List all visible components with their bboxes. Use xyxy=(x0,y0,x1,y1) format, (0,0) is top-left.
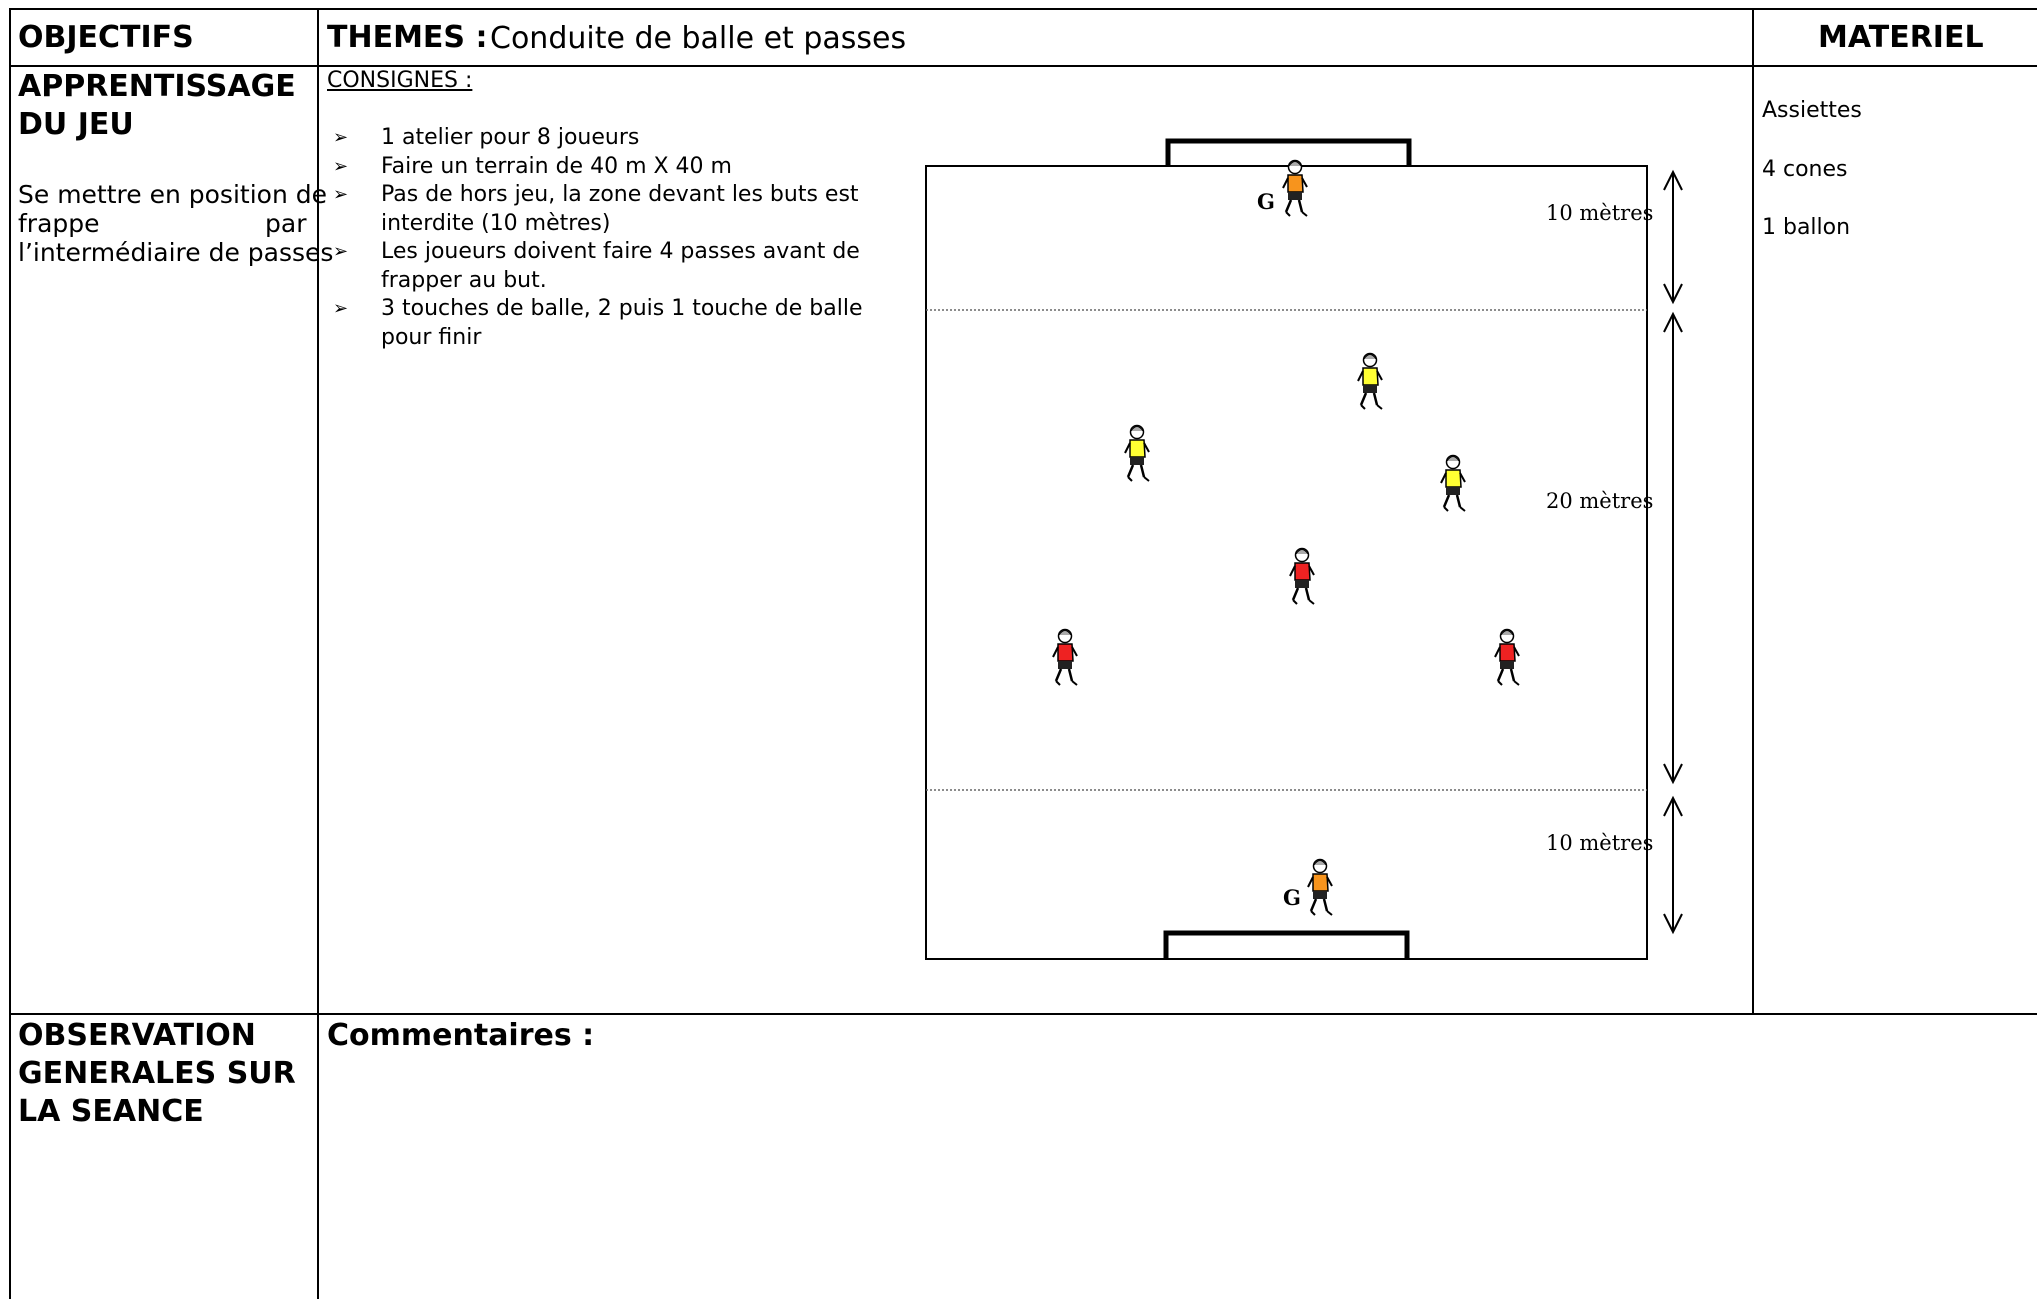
attacker-player xyxy=(1125,426,1149,482)
observation-title-line2: GENERALES SUR xyxy=(18,1055,296,1093)
observation-title-line3: LA SEANCE xyxy=(18,1093,204,1131)
goalkeeper-bottom xyxy=(1308,860,1332,916)
goalkeeper-marker-bottom: G xyxy=(1283,885,1301,910)
defender-player xyxy=(1290,549,1314,605)
bottom-zone-label: 10 mètres xyxy=(1546,831,1653,855)
bottom-goal xyxy=(1166,933,1407,959)
middle-zone-label: 20 mètres xyxy=(1546,489,1653,513)
top-zone-label: 10 mètres xyxy=(1546,201,1653,225)
pitch-outline xyxy=(926,166,1647,959)
dimension-arrows xyxy=(1664,172,1682,932)
goalkeeper-marker-top: G xyxy=(1257,189,1275,214)
top-goal xyxy=(1168,141,1409,166)
observation-title-line1: OBSERVATION xyxy=(18,1017,256,1055)
comments-label: Commentaires : xyxy=(327,1017,594,1055)
attacker-player xyxy=(1358,354,1382,410)
defender-player xyxy=(1053,630,1077,686)
attacker-player xyxy=(1441,456,1465,512)
defender-player xyxy=(1495,630,1519,686)
goalkeeper-top xyxy=(1283,161,1307,217)
